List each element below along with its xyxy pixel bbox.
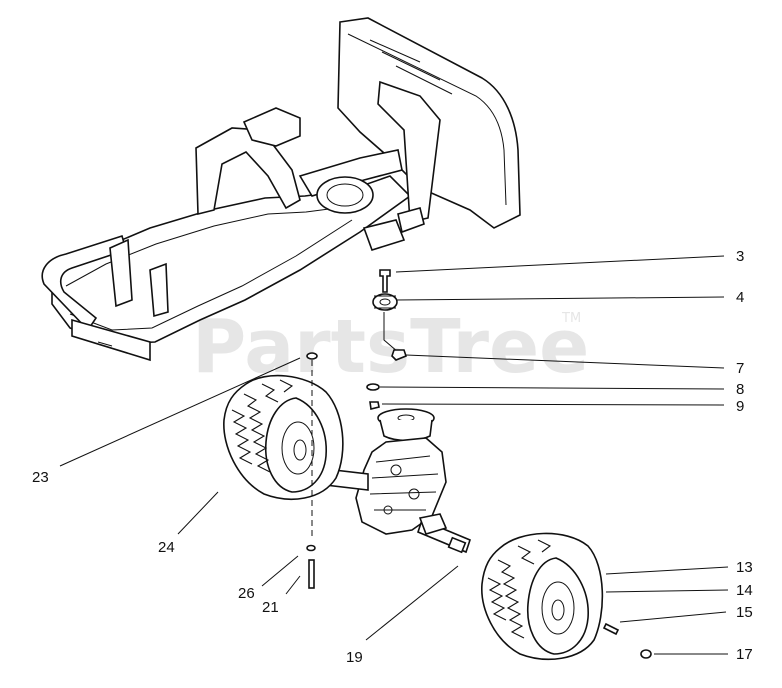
callout-21: 21	[262, 599, 279, 616]
callout-7: 7	[736, 360, 744, 377]
callout-14: 14	[736, 582, 753, 599]
watermark-trademark: TM	[561, 311, 581, 326]
misc-hardware	[306, 352, 652, 659]
callout-labels: 3 4 7 8 9 13 14 15 17 19 21 23 24 26	[32, 248, 753, 666]
right-wheel	[481, 532, 604, 660]
callout-9: 9	[736, 398, 744, 415]
callout-8: 8	[736, 381, 744, 398]
callout-3: 3	[736, 248, 744, 265]
callout-24: 24	[158, 539, 175, 556]
watermark-text: PartsTree	[192, 304, 589, 390]
callout-23: 23	[32, 469, 49, 486]
callout-19: 19	[346, 649, 363, 666]
callout-17: 17	[736, 646, 753, 663]
callout-13: 13	[736, 559, 753, 576]
callout-26: 26	[238, 585, 255, 602]
callout-4: 4	[736, 289, 744, 306]
leader-lines	[59, 255, 729, 655]
left-wheel	[223, 374, 344, 500]
frame-assembly	[41, 17, 521, 362]
callout-15: 15	[736, 604, 753, 621]
idler-hardware	[366, 269, 435, 442]
